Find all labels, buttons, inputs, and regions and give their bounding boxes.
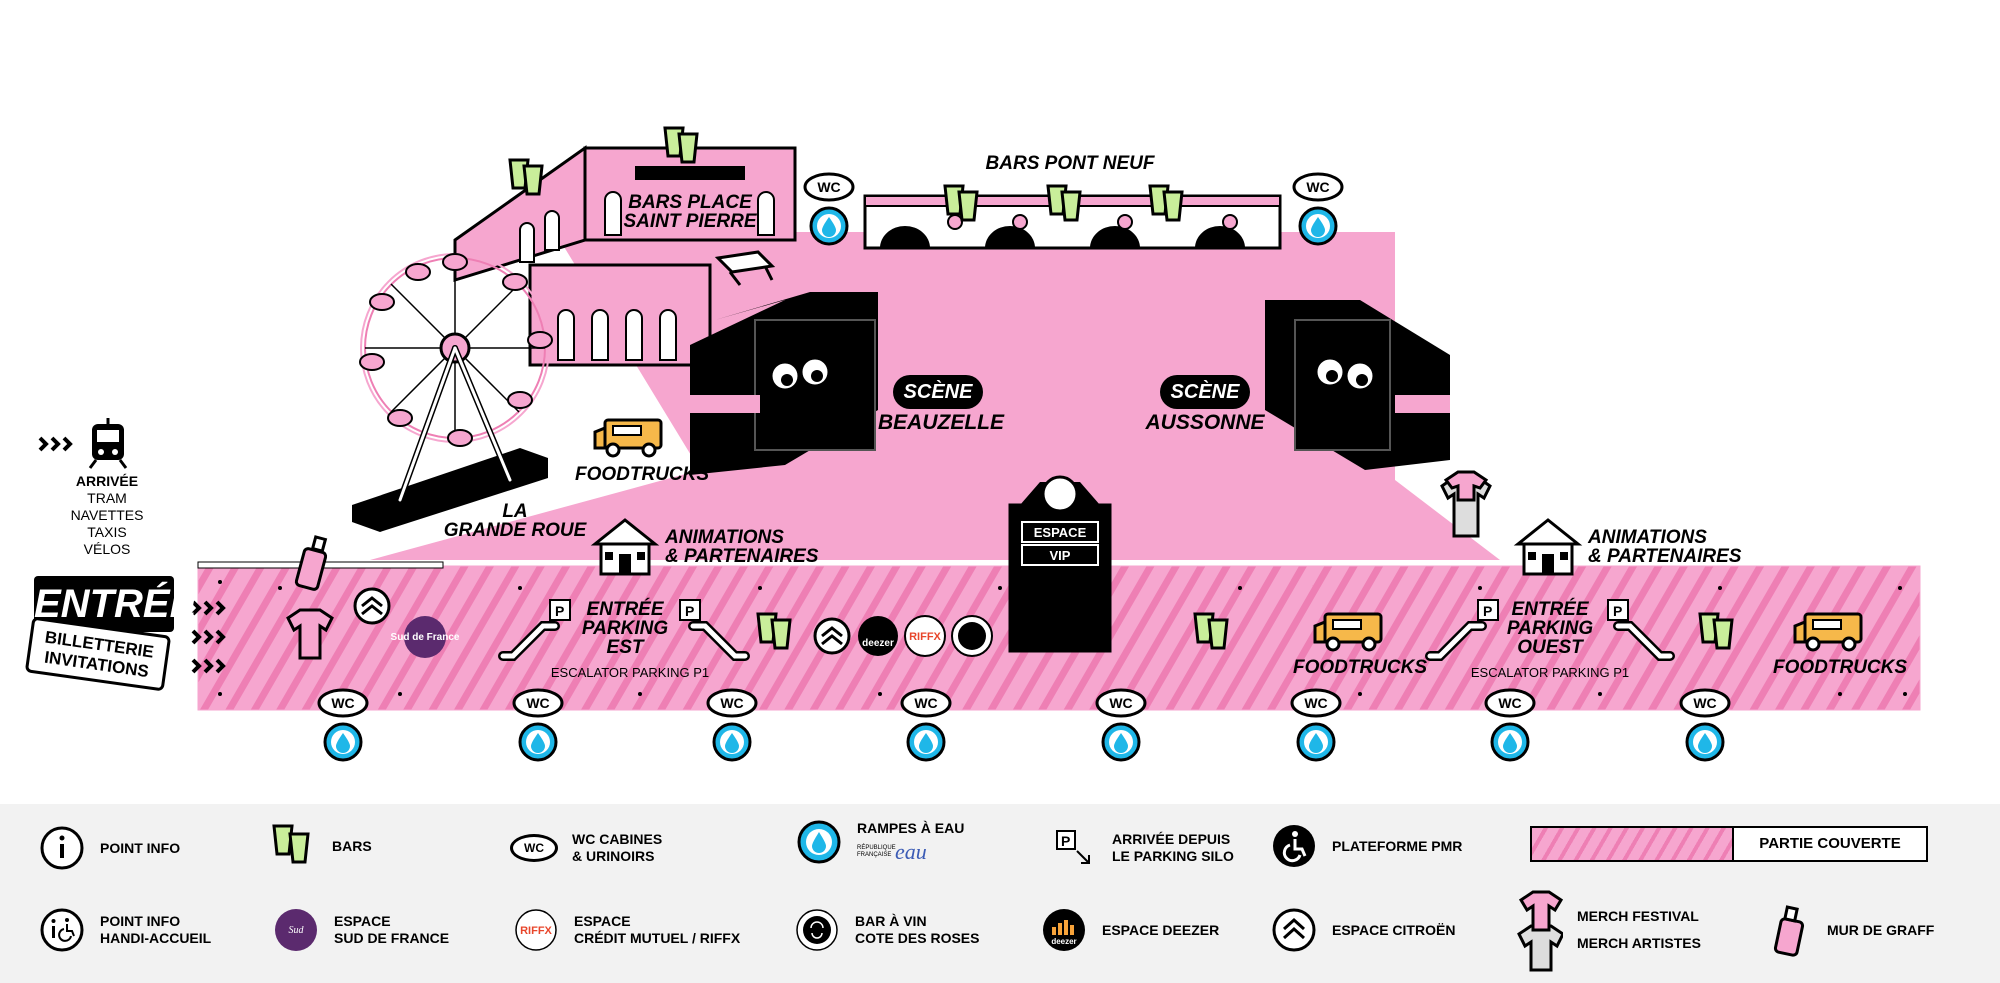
republique-francaise-logo: RÉPUBLIQUE FRANÇAISE xyxy=(857,844,896,858)
legend-merch: MERCH FESTIVAL MERCH ARTISTES xyxy=(1515,888,1701,972)
info-icon xyxy=(38,824,86,872)
stage-beauzelle xyxy=(690,292,878,475)
label-entree-parking-est: ENTRÉE PARKING EST xyxy=(581,599,669,658)
label-animations-right: ANIMATIONS & PARTENAIRES xyxy=(1588,527,1742,567)
svg-text:P: P xyxy=(555,603,564,619)
animations-house-right xyxy=(1516,518,1580,576)
wc-sign-label: WC xyxy=(526,695,549,711)
scene-aussonne-pill: SCÈNE xyxy=(1160,375,1250,409)
wc-sign-label: WC xyxy=(1498,695,1521,711)
legend-sud-de-france: Sud ESPACE SUD DE FRANCE xyxy=(272,906,449,954)
svg-text:P: P xyxy=(1061,833,1070,849)
vip-tower xyxy=(1008,475,1112,653)
wc-sign-label: WC xyxy=(914,695,937,711)
svg-text:P: P xyxy=(1613,603,1622,619)
legend-bar-a-vin: BAR À VIN COTE DES ROSES xyxy=(793,906,979,954)
bar-cups-3 xyxy=(1698,612,1734,650)
wc-icon: WC xyxy=(510,824,558,872)
legend-pmr: PLATEFORME PMR xyxy=(1270,822,1462,870)
partner-logos xyxy=(353,587,993,658)
foodtruck-upper xyxy=(593,418,663,458)
svg-text:deezer: deezer xyxy=(1051,937,1076,946)
bar-cups-1 xyxy=(756,612,792,650)
wc-sign-label: WC xyxy=(720,695,743,711)
wc-sign-label: WC xyxy=(1109,695,1132,711)
wc-sign-label: WC xyxy=(817,179,840,195)
tshirt-icon xyxy=(1515,888,1563,972)
label-vip: VIP xyxy=(1049,548,1071,563)
label-escalator-ouest: ESCALATOR PARKING P1 xyxy=(1470,665,1630,680)
bar-cups-icon xyxy=(270,822,318,870)
legend-point-info: POINT INFO xyxy=(38,824,180,872)
info-handi-icon xyxy=(38,906,86,954)
legend-citroen: ESPACE CITROËN xyxy=(1270,906,1455,954)
parking-arrow-icon: P xyxy=(1050,824,1098,872)
wc-sign-label: WC xyxy=(331,695,354,711)
svg-text:Sud: Sud xyxy=(289,925,305,936)
train-icon xyxy=(88,418,128,469)
citroen-icon xyxy=(1270,906,1318,954)
label-foodtrucks-right: FOODTRUCKS xyxy=(1773,657,1908,678)
stage-aussonne xyxy=(1265,300,1450,470)
deezer-logo-text: deezer xyxy=(862,638,894,649)
ferris-wheel xyxy=(352,253,553,532)
covered-stripe-swatch xyxy=(1532,828,1734,860)
festival-map: P P P P deezer Sud de France RIFFX xyxy=(24,126,1921,762)
label-scene-aussonne: AUSSONNE xyxy=(1145,411,1265,434)
legend-panel: POINT INFO BARS WC WC CABINES & URINOIRS… xyxy=(0,804,2000,983)
riffx-icon: RIFFX xyxy=(512,906,560,954)
svg-text:P: P xyxy=(685,603,694,619)
label-animations-left: ANIMATIONS & PARTENAIRES xyxy=(665,527,819,567)
label-bars-pont-neuf: BARS PONT NEUF xyxy=(985,153,1155,174)
scene-beauzelle-pill: SCÈNE xyxy=(893,375,983,409)
sud-de-france-logo-text: Sud de France xyxy=(391,632,460,643)
wc-sign-label: WC xyxy=(1304,695,1327,711)
legend-covered-area: PARTIE COUVERTE xyxy=(1530,826,1928,862)
legend-info-handi: POINT INFO HANDI-ACCUEIL xyxy=(38,906,211,954)
bars-pont-neuf-bridge xyxy=(863,184,1282,250)
arrow-chevrons xyxy=(38,436,226,674)
bar-cups-2 xyxy=(1193,612,1229,650)
svg-text:RIFFX: RIFFX xyxy=(520,925,552,937)
label-escalator-est: ESCALATOR PARKING P1 xyxy=(550,665,710,680)
svg-text:P: P xyxy=(1483,603,1492,619)
label-arrivee-list: TRAM NAVETTES TAXIS VÉLOS xyxy=(70,490,144,557)
bars-saint-pierre-building xyxy=(453,126,797,367)
deezer-icon: deezer xyxy=(1040,906,1088,954)
wc-sign-label: WC xyxy=(1693,695,1716,711)
wc-sign-label: WC xyxy=(1306,179,1329,195)
legend-graff: MUR DE GRAFF xyxy=(1765,902,1934,958)
label-scene-beauzelle: BEAUZELLE xyxy=(878,411,1004,434)
legend-wc: WC WC CABINES & URINOIRS xyxy=(510,824,662,872)
tshirt-merch-left xyxy=(286,608,334,660)
sud-de-france-icon: Sud xyxy=(272,906,320,954)
tshirt-merch-right xyxy=(1440,470,1492,538)
label-foodtrucks-mid: FOODTRUCKS xyxy=(1293,657,1428,678)
label-espace: ESPACE xyxy=(1033,525,1087,540)
label-entree-parking-ouest: ENTRÉE PARKING OUEST xyxy=(1506,599,1594,658)
legend-water: RAMPES À EAU RÉPUBLIQUE FRANÇAISE eau xyxy=(795,818,964,866)
legend-deezer: deezer ESPACE DEEZER xyxy=(1040,906,1219,954)
rose-icon xyxy=(793,906,841,954)
spray-can-icon xyxy=(1765,902,1813,958)
riffx-logo-text: RIFFX xyxy=(909,631,941,643)
legend-riffx: RIFFX ESPACE CRÉDIT MUTUEL / RIFFX xyxy=(512,906,740,954)
eau-logo: eau xyxy=(895,838,927,864)
label-foodtrucks-upper: FOODTRUCKS xyxy=(575,464,710,485)
wheelchair-icon xyxy=(1270,822,1318,870)
label-bars-place-saint-pierre: BARS PLACE SAINT PIERRE xyxy=(623,192,757,232)
label-grande-roue: LA GRANDE ROUE xyxy=(443,501,587,541)
legend-bars: BARS xyxy=(270,822,372,870)
legend-parking: P ARRIVÉE DEPUIS LE PARKING SILO xyxy=(1050,824,1234,872)
wc-labels: WC WC WC WC WC WC WC WC WC WC xyxy=(331,179,1716,711)
water-drop-icon xyxy=(795,818,843,866)
label-arrivee: ARRIVÉE xyxy=(75,473,139,489)
spray-can xyxy=(294,535,328,591)
